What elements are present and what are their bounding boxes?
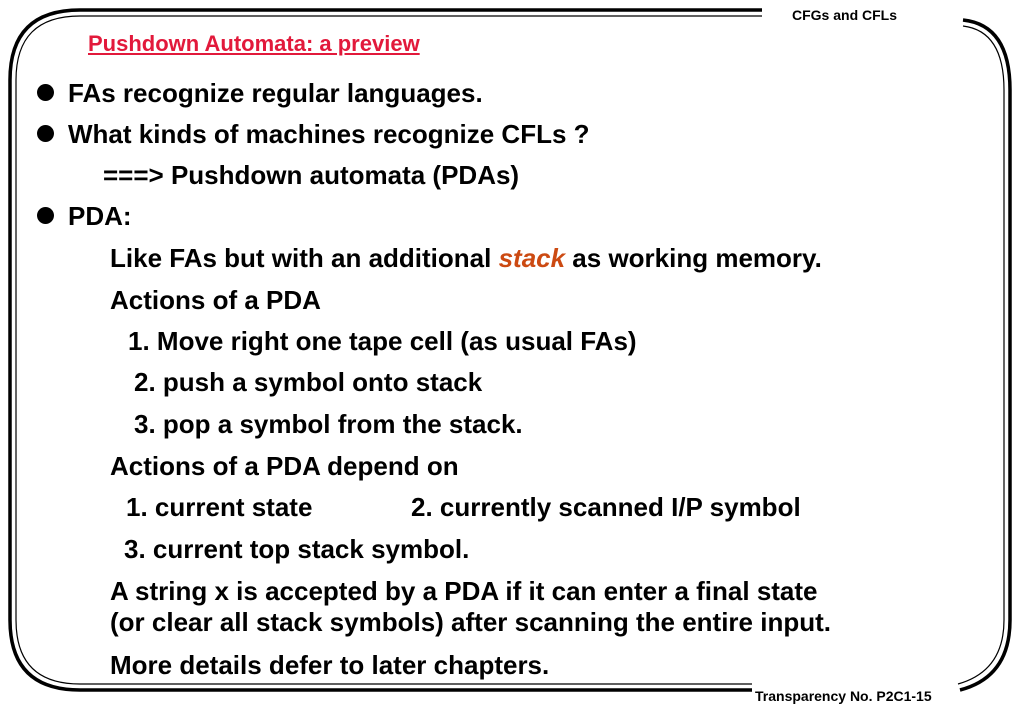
- sub-bullet-stack-memory: Like FAs but with an additional stack as…: [110, 243, 822, 273]
- stack-line-start: Like FAs but with an additional: [110, 243, 499, 273]
- dependency-top-stack: 3. current top stack symbol.: [124, 534, 470, 564]
- sub-bullet-depend-on: Actions of a PDA depend on: [110, 451, 459, 481]
- bullet-dot-icon: [37, 125, 54, 142]
- acceptance-line-2: (or clear all stack symbols) after scann…: [110, 607, 831, 637]
- acceptance-line-1: A string x is accepted by a PDA if it ca…: [110, 576, 818, 606]
- slide-title: Pushdown Automata: a preview: [88, 31, 420, 56]
- bullet-pda: PDA:: [68, 201, 132, 231]
- header-course-label: CFGs and CFLs: [792, 7, 898, 23]
- stack-emphasis: stack: [498, 243, 566, 273]
- stack-line-end: as working memory.: [565, 243, 822, 273]
- bullet-cfl-machines: What kinds of machines recognize CFLs ?: [68, 119, 590, 149]
- action-move-right: 1. Move right one tape cell (as usual FA…: [128, 326, 637, 356]
- footer-transparency-label: Transparency No. P2C1-15: [755, 688, 932, 704]
- action-push: 2. push a symbol onto stack: [134, 367, 483, 397]
- sub-bullet-more-details: More details defer to later chapters.: [110, 650, 550, 680]
- bullet-dot-icon: [37, 207, 54, 224]
- action-pop: 3. pop a symbol from the stack.: [134, 409, 523, 439]
- pda-answer-line: ===> Pushdown automata (PDAs): [103, 160, 520, 190]
- sub-bullet-actions: Actions of a PDA: [110, 285, 321, 315]
- bullet-fa-regular: FAs recognize regular languages.: [68, 78, 483, 108]
- dependency-scanned-symbol: 2. currently scanned I/P symbol: [411, 492, 801, 522]
- dependency-current-state: 1. current state: [126, 492, 313, 522]
- bullet-dot-icon: [37, 84, 54, 101]
